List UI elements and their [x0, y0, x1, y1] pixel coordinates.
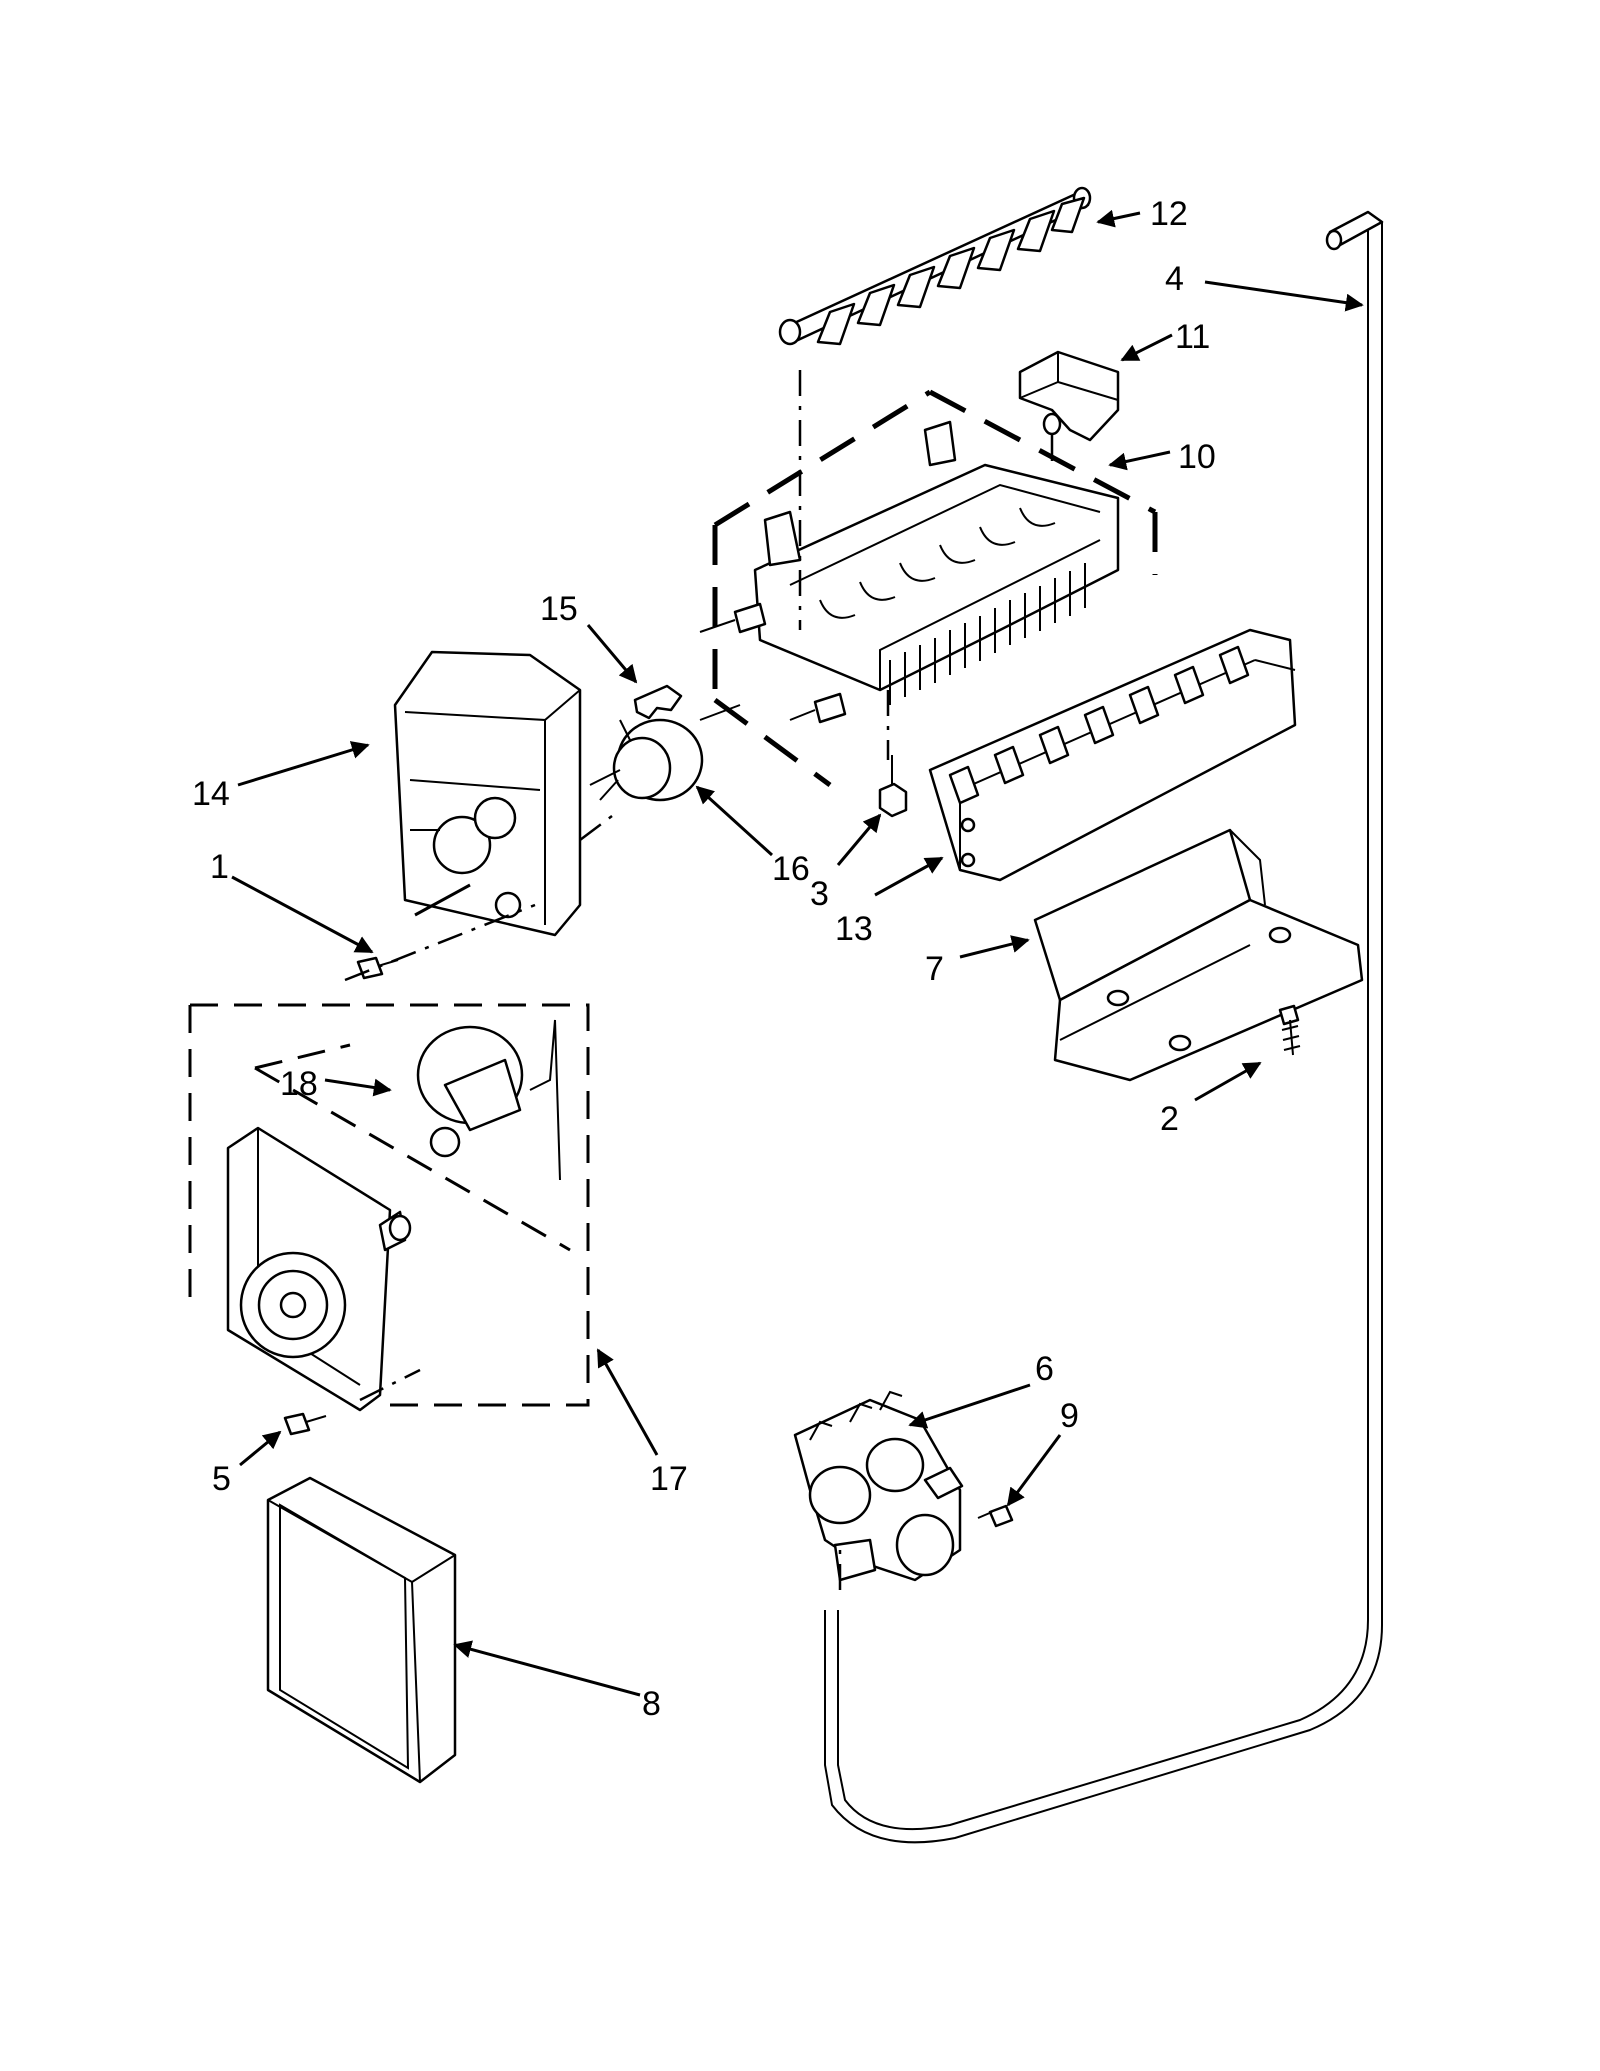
callout-7: 7 — [925, 950, 944, 988]
stripper-part — [928, 628, 1297, 882]
motor-assembly-part — [188, 1003, 590, 1412]
water-valve-part — [793, 1390, 964, 1582]
callout-6: 6 — [1035, 1350, 1054, 1388]
callout-18: 18 — [280, 1065, 318, 1103]
motor-housing-part — [393, 650, 582, 937]
callout-3: 3 — [810, 875, 829, 913]
thermostat-clip-part — [633, 684, 683, 720]
leader-lines — [231, 209, 1364, 1697]
thermostat-part — [589, 718, 704, 802]
ejector-arm-part — [778, 186, 1092, 346]
shield-screw-part — [1278, 1004, 1301, 1056]
fill-cup-part — [1018, 350, 1120, 442]
callout-12: 12 — [1150, 195, 1188, 233]
callout-4: 4 — [1165, 260, 1184, 298]
callout-1: 1 — [210, 848, 229, 886]
ice-mold-part — [699, 389, 1158, 788]
ice-shield-part — [1033, 828, 1364, 1082]
callout-16: 16 — [772, 850, 810, 888]
motor-screw-part — [283, 1412, 327, 1436]
callout-13: 13 — [835, 910, 873, 948]
callout-14: 14 — [192, 775, 230, 813]
callout-2: 2 — [1160, 1100, 1179, 1138]
valve-screw-part — [977, 1504, 1014, 1528]
callout-9: 9 — [1060, 1397, 1079, 1435]
fill-tube-part — [824, 210, 1384, 1844]
callout-11: 11 — [1175, 318, 1210, 356]
callout-17: 17 — [650, 1460, 688, 1498]
callout-5: 5 — [212, 1460, 231, 1498]
callout-10: 10 — [1178, 438, 1216, 476]
alignment-lines — [344, 370, 1054, 1402]
callout-labels: 12 4 11 10 15 14 16 3 13 7 1 2 18 6 9 5 … — [192, 195, 1216, 1723]
callout-8: 8 — [642, 1685, 661, 1723]
callout-15: 15 — [540, 590, 578, 628]
motor-part — [416, 1019, 561, 1181]
cover-part — [266, 1476, 457, 1784]
mold-clip-part — [878, 755, 908, 818]
